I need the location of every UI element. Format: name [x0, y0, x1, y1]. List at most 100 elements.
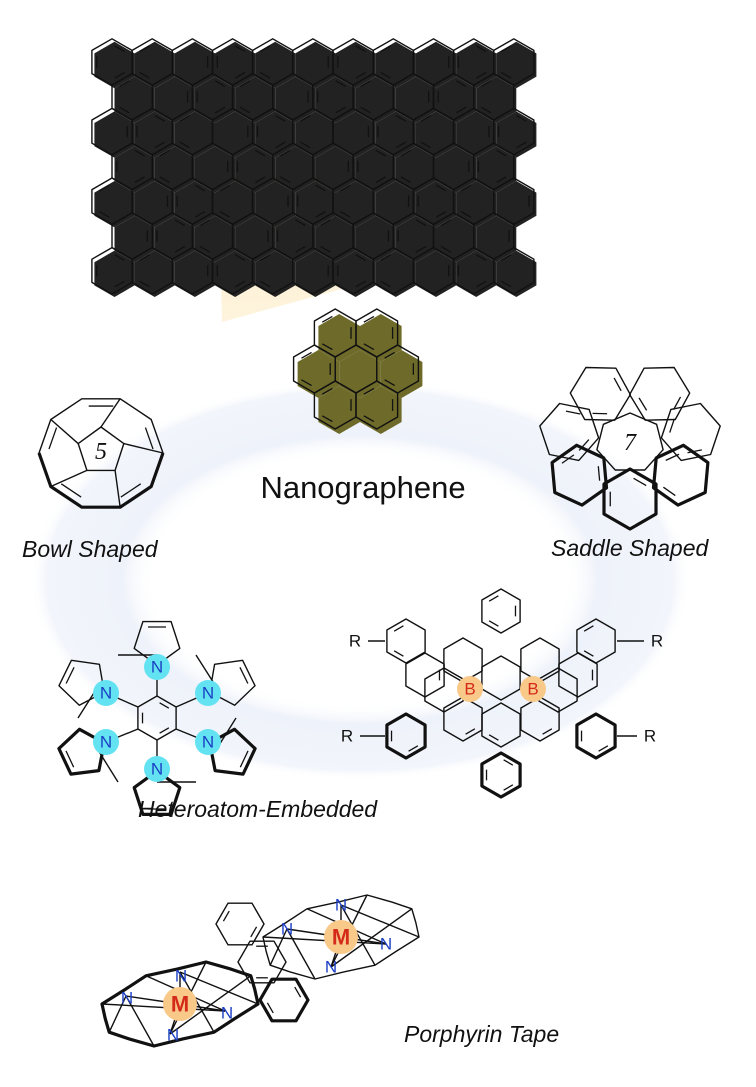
double-bond: [476, 254, 487, 261]
nitrogen-atom: N: [121, 989, 133, 1008]
porphyrin-label: Porphyrin Tape: [404, 1021, 559, 1047]
ring-shadow: [297, 350, 340, 398]
ring-shadow: [235, 76, 276, 123]
boron-atom: B: [464, 680, 475, 699]
saddle-ring: [629, 366, 691, 421]
double-bond: [384, 351, 396, 359]
double-bond: [638, 397, 648, 411]
double-bond: [355, 71, 366, 79]
nitrogen-atom: N: [221, 1004, 233, 1023]
double-bond: [315, 211, 326, 218]
double-bond: [255, 149, 266, 157]
double-bond: [496, 176, 507, 184]
graphene-ring: [493, 246, 535, 295]
r-group: R: [349, 632, 361, 651]
double-bond: [139, 71, 150, 79]
ring-shadow: [295, 181, 336, 228]
ring-shadow: [375, 41, 416, 89]
pyrrole-bond: [108, 995, 127, 1033]
nitrogen-atom: N: [100, 733, 112, 752]
pyrrole-bond: [179, 971, 259, 1005]
double-bond: [320, 245, 331, 253]
double-bond: [119, 106, 130, 114]
pyrrole-bond: [169, 975, 252, 1035]
double-bond: [355, 254, 366, 261]
double-bond: [578, 439, 590, 451]
ring-shadow: [315, 146, 356, 193]
ring-shadow: [456, 181, 497, 228]
ring-shadow: [174, 181, 215, 228]
background-ring: [30, 380, 690, 780]
metal-atom: M: [171, 992, 189, 1017]
ring-shadow: [215, 181, 256, 228]
double-bond: [393, 625, 404, 632]
double-bond: [234, 71, 246, 79]
double-bond: [408, 745, 419, 752]
double-bond: [435, 211, 447, 218]
pyrrole-bond: [286, 928, 316, 980]
ring-shadow: [415, 250, 457, 297]
double-bond: [583, 650, 594, 657]
double-bond: [400, 176, 411, 184]
fused-ring: [575, 712, 617, 760]
double-bond: [295, 219, 306, 227]
double-bond: [214, 80, 226, 87]
double-bond: [250, 926, 258, 938]
double-bond: [363, 415, 375, 423]
double-bond: [239, 106, 251, 114]
double-bond: [455, 80, 467, 87]
double-bond: [476, 280, 487, 288]
double-bond: [363, 315, 375, 323]
fused-ring: [443, 696, 483, 742]
ring-shadow: [154, 76, 195, 123]
double-bond: [154, 114, 166, 122]
double-bond: [279, 176, 291, 184]
double-bond: [144, 427, 154, 450]
ring-shadow: [375, 250, 416, 297]
nitrogen-atoms-group: N N N N N N: [93, 654, 221, 782]
fused-ring: [481, 655, 521, 701]
ring-shadow: [255, 250, 296, 297]
ring-shadow: [215, 41, 256, 89]
double-bond: [214, 106, 226, 114]
pyrrole-ring: [57, 727, 106, 776]
ring-shadow: [436, 215, 477, 263]
nitrogen-atom: N: [325, 958, 337, 977]
double-bond: [99, 184, 110, 192]
double-bond: [340, 184, 351, 192]
ring-shadow: [496, 181, 537, 228]
ring-shadow: [194, 215, 236, 263]
double-bond: [259, 45, 271, 53]
double-bond: [488, 595, 499, 602]
bowl-label: Bowl Shaped: [22, 536, 159, 562]
spoke-bond: [50, 469, 88, 488]
pyrrole-bond: [269, 928, 288, 966]
double-bond: [500, 254, 512, 261]
double-bond: [139, 280, 150, 288]
ring-shadow: [114, 146, 155, 193]
double-bond: [503, 784, 514, 791]
ring-shadow: [94, 250, 135, 297]
ring-shadow: [194, 76, 236, 123]
double-bond: [259, 280, 271, 288]
double-bond: [335, 106, 346, 114]
double-bond: [335, 80, 346, 87]
double-bond: [687, 449, 702, 454]
nitrogen-atom: N: [202, 684, 214, 703]
nanographene-molecule: [292, 308, 423, 434]
ring-shadow: [395, 215, 436, 263]
double-bond: [380, 280, 391, 288]
saddle-label: Saddle Shaped: [551, 535, 710, 561]
ring-shadow: [318, 314, 360, 362]
double-bond: [665, 453, 680, 461]
double-bond: [294, 986, 302, 998]
nitrogen-atom: N: [151, 760, 163, 779]
double-bond: [255, 176, 266, 184]
boron-atoms-group: B B R R R R: [341, 632, 663, 746]
double-bond: [380, 254, 391, 261]
ring-shadow: [355, 146, 396, 193]
double-bond: [340, 211, 351, 218]
boron-molecule: [360, 588, 644, 799]
